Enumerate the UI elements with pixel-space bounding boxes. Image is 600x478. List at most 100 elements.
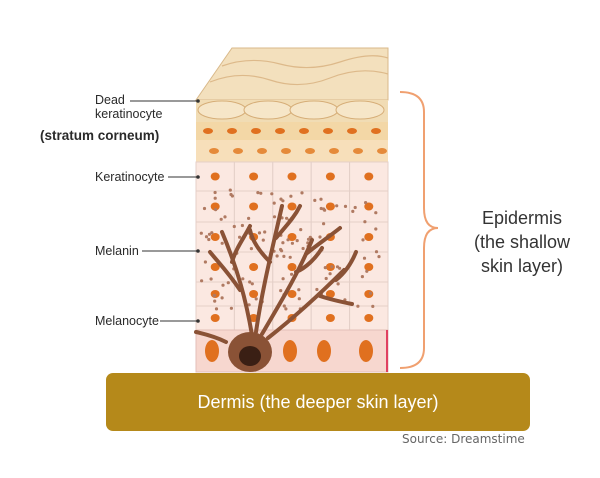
melanin-granule <box>256 191 260 195</box>
melanin-granule <box>361 238 365 242</box>
dead-keratinocyte-label: Dead keratinocyte <box>95 93 163 121</box>
melanin-granule <box>207 232 212 236</box>
epidermis-label: Epidermis (the shallow skin layer) <box>473 208 571 276</box>
melanin-granule <box>250 282 254 286</box>
melanin-granule <box>249 247 253 251</box>
melanin-granule <box>220 241 224 245</box>
melanin-granule <box>365 269 369 273</box>
dead-keratinocyte-cells <box>197 100 385 120</box>
melanin-granule <box>229 306 233 310</box>
melanin-granule <box>272 215 277 219</box>
melanin-granule <box>202 206 207 211</box>
melanin-granule <box>232 224 236 229</box>
melanin-granule <box>226 281 230 285</box>
melanin-granule <box>220 296 224 300</box>
granular-nucleus <box>305 148 315 154</box>
melanin-granule <box>335 265 340 269</box>
keratinocyte-nucleus <box>210 263 220 271</box>
keratinocyte-nucleus <box>364 290 374 298</box>
dermis-layer: Dermis (the deeper skin layer) <box>106 373 530 431</box>
keratinocyte-nucleus <box>249 290 259 298</box>
keratinocyte-nucleus <box>210 233 220 241</box>
melanin-granule <box>336 282 340 286</box>
melanin-granule <box>374 211 378 215</box>
melanin-granule <box>210 231 214 235</box>
keratinocyte-nucleus <box>249 263 259 271</box>
keratinocyte-nucleus <box>287 263 297 271</box>
basal-nucleus <box>359 340 373 362</box>
melanin-granule <box>290 272 294 276</box>
melanin-granule <box>207 237 211 242</box>
melanin-granule <box>228 188 232 192</box>
melanin-granule <box>203 260 207 264</box>
leader-lines <box>130 100 198 322</box>
melanin-granule <box>261 238 265 242</box>
melanin-granule <box>240 223 244 228</box>
keratinocyte-nucleus <box>325 314 335 322</box>
melanin-granule <box>319 197 323 201</box>
granular-nucleus <box>377 148 387 154</box>
granular-nucleus <box>275 128 285 134</box>
melanin-granule <box>281 277 285 281</box>
granular-nucleus <box>227 128 237 134</box>
melanin-granule <box>313 198 317 202</box>
dermis-label: Dermis (the deeper skin layer) <box>197 391 439 412</box>
source-credit: Source: Dreamstime <box>402 432 525 446</box>
melanin-granule <box>204 235 209 239</box>
melanin-granule <box>229 192 233 197</box>
granular-band-2 <box>196 140 388 162</box>
melanin-granule <box>213 190 217 195</box>
basal-nucleus <box>317 340 331 362</box>
keratinocyte-nucleus <box>325 290 335 298</box>
melanin-granule <box>212 294 216 298</box>
melanin-granule <box>241 277 245 281</box>
keratinocyte-nucleus <box>210 172 220 181</box>
melanin-granule <box>200 279 204 283</box>
melanin-granule <box>214 208 218 212</box>
melanin-granule <box>323 266 327 270</box>
granular-nucleus <box>281 148 291 154</box>
granular-nucleus <box>323 128 333 134</box>
melanin-granule <box>257 231 262 235</box>
keratinocyte-nucleus <box>287 290 297 298</box>
melanin-granule <box>297 288 301 292</box>
stratum-corneum-top <box>195 47 389 101</box>
melanin-granule <box>259 191 263 195</box>
basal-nucleus <box>205 340 219 362</box>
melanin-granule <box>324 276 328 281</box>
keratinocyte-nucleus <box>364 263 374 271</box>
melanin-granule <box>272 201 276 205</box>
melanin-granule <box>299 228 303 232</box>
keratinocyte-nucleus <box>364 314 374 322</box>
melanin-granule <box>270 192 274 196</box>
melanin-granule <box>213 196 217 200</box>
melanin-granule <box>279 197 283 201</box>
granular-nucleus <box>209 148 219 154</box>
epidermis-brace <box>399 91 439 369</box>
melanin-granule <box>301 246 305 251</box>
melanin-granule <box>315 287 319 292</box>
keratinocyte-nucleus <box>210 314 220 322</box>
melanin-granule <box>221 283 225 287</box>
melanin-granule <box>362 256 367 260</box>
melanin-granule <box>282 254 286 258</box>
melanin-granule <box>288 255 292 259</box>
melanin-granule <box>374 227 378 231</box>
melanin-granule <box>199 231 203 235</box>
keratinocyte-label: Keratinocyte <box>95 170 165 184</box>
keratinocyte-nucleus <box>249 172 259 181</box>
melanin-granule <box>247 216 251 220</box>
granular-nucleus <box>347 128 357 134</box>
granular-nucleus <box>371 128 381 134</box>
melanin-granule <box>209 277 213 281</box>
melanin-granule <box>363 220 367 224</box>
melanin-granule <box>284 307 288 311</box>
keratinocyte-nucleus <box>287 172 297 181</box>
melanin-granule <box>238 235 242 239</box>
melanin-granule <box>360 275 364 279</box>
melanin-granule <box>353 205 357 210</box>
melanin-granule <box>335 204 339 208</box>
melanin-granule <box>364 201 368 205</box>
melanin-granule <box>254 297 258 301</box>
